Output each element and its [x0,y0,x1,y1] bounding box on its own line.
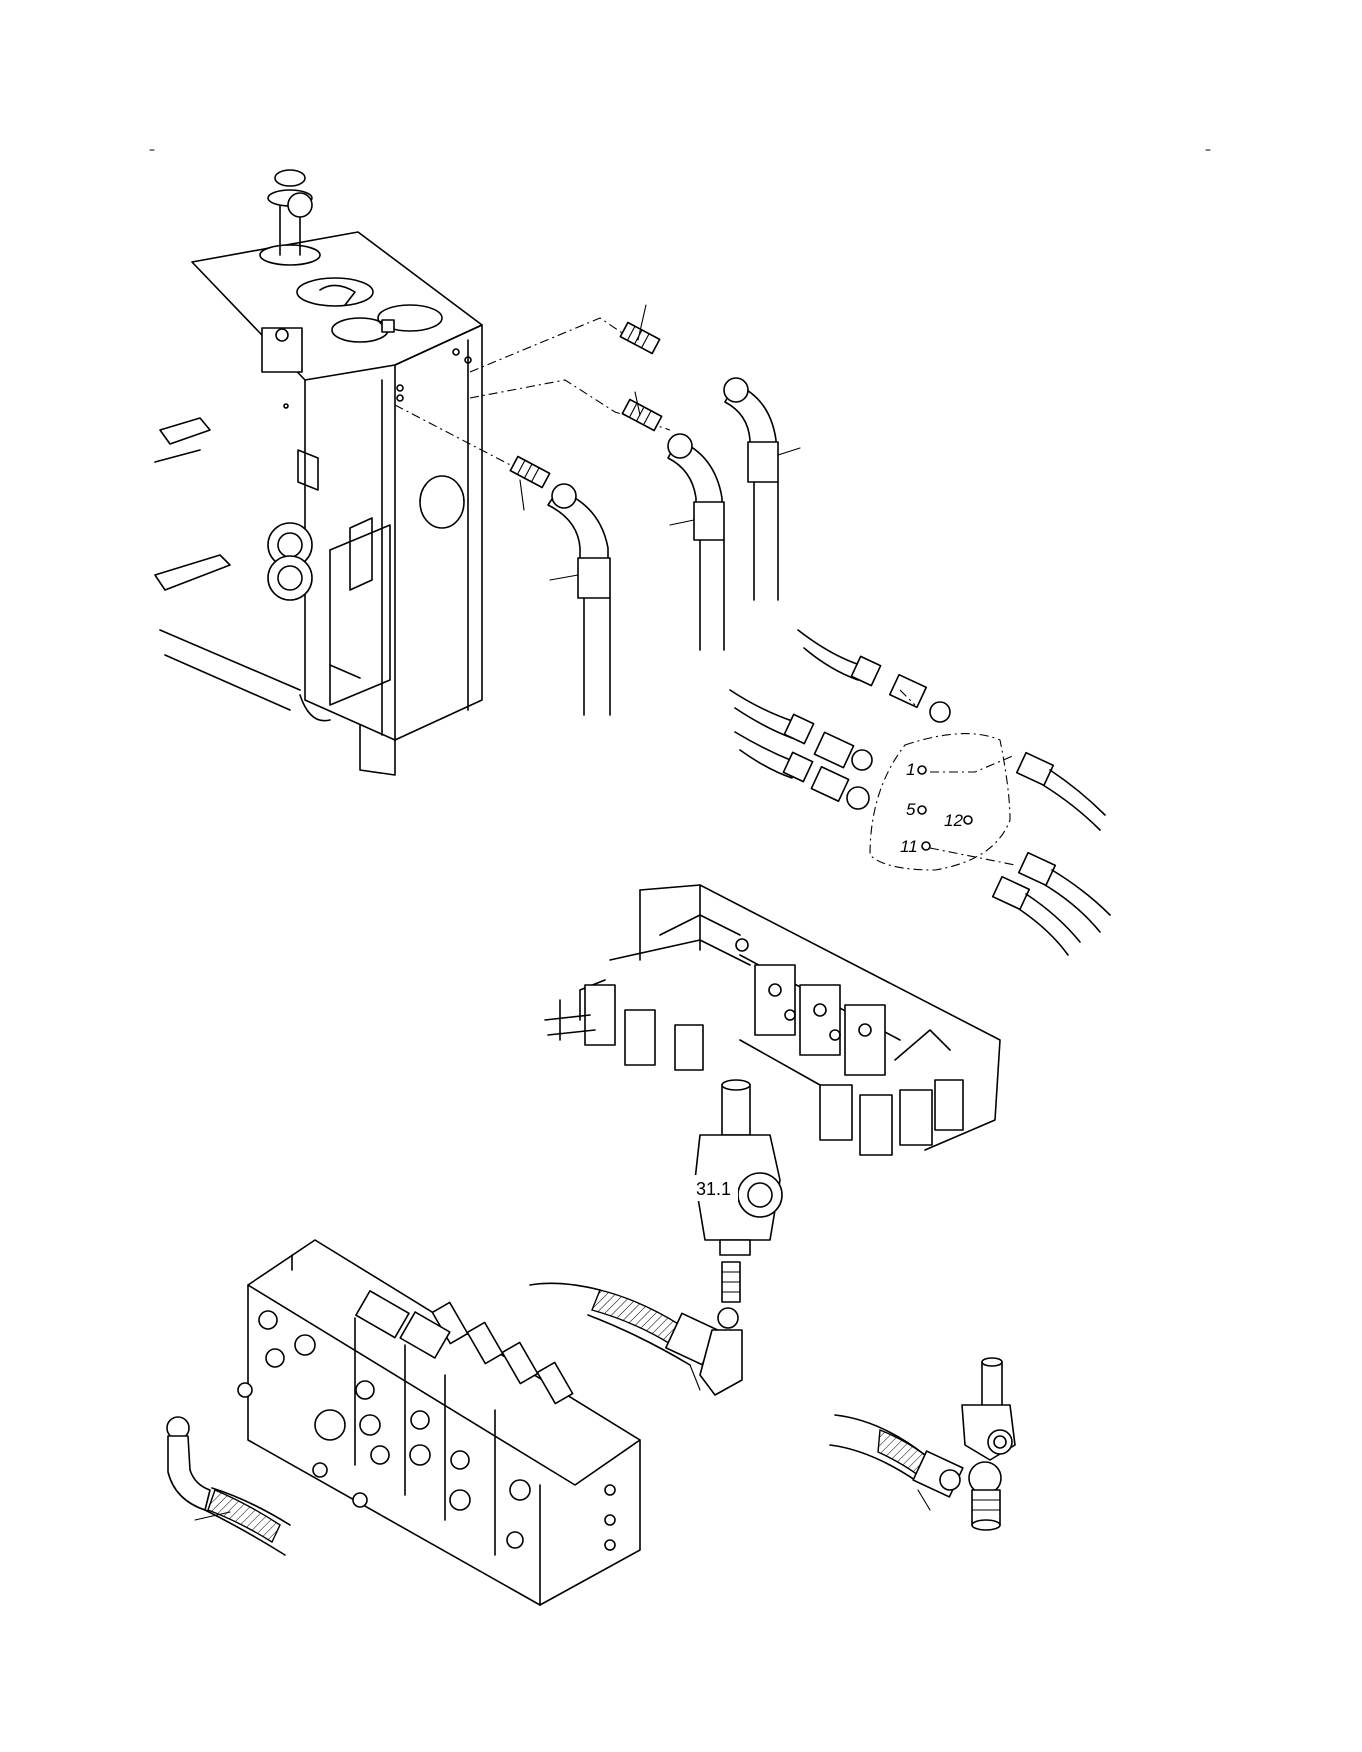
part-31-1-callout: 31.1 [696,1179,731,1199]
port-1-callout: 1 [906,760,915,779]
right-hose-and-fitting [829,1357,1016,1531]
port-5-callout: 5 [906,800,916,819]
control-valve-assembly [544,884,1001,1156]
port-12-callout: 12 [944,811,963,830]
elbow-hose [529,1282,743,1396]
tank-return-hoses [547,377,801,716]
left-elbow-hose [166,1416,291,1556]
hydraulic-tank [154,169,483,776]
port-detail-view: 1 5 12 11 [869,733,1111,956]
valve-block-stack [237,1239,641,1606]
valve-port-hoses [729,629,951,810]
tank-port-fittings [394,304,671,511]
relief-valve-31-1: 31.1 [694,1079,783,1303]
port-11-callout: 11 [900,837,918,856]
